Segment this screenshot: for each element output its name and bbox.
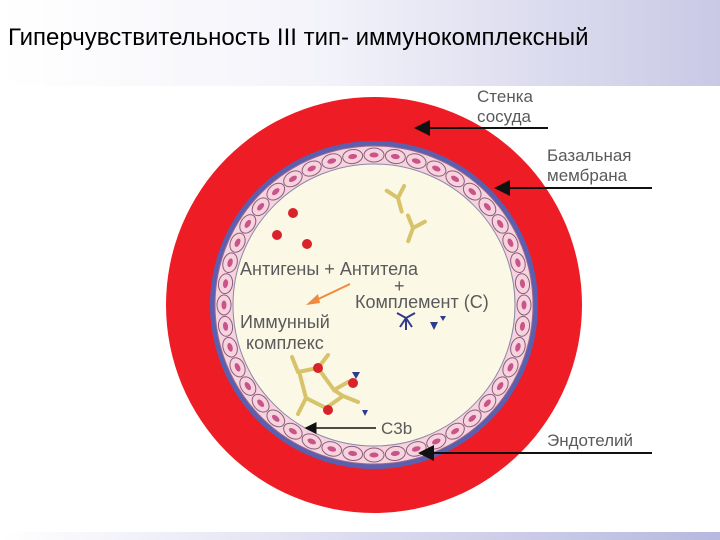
immune-complex xyxy=(290,353,360,416)
cell-nucleus xyxy=(519,279,526,289)
cell-nucleus xyxy=(257,202,265,211)
cell-nucleus xyxy=(468,414,477,422)
label-vessel-wall-line1: Стенка xyxy=(477,87,534,106)
label-immune-complex-line1: Иммунный xyxy=(240,312,330,332)
label-antigens-antibodies: Антигены + Антитела xyxy=(240,259,419,279)
label-endothelium: Эндотелий xyxy=(547,431,633,450)
cell-nucleus xyxy=(327,446,337,452)
cell-nucleus xyxy=(221,300,227,310)
cell-nucleus xyxy=(288,427,297,435)
cell-nucleus xyxy=(327,158,337,164)
cell-nucleus xyxy=(227,342,233,352)
cell-nucleus xyxy=(451,175,460,183)
antibody-icon xyxy=(405,213,427,244)
cell-nucleus xyxy=(222,279,229,289)
cell-nucleus xyxy=(483,399,491,408)
label-basal-membrane-line1: Базальная xyxy=(547,146,632,165)
cell-nucleus xyxy=(369,152,379,158)
vessel-lumen xyxy=(232,163,516,447)
antigen-dot xyxy=(288,208,298,218)
cell-nucleus xyxy=(521,300,527,310)
cell-nucleus xyxy=(222,321,229,331)
cell-nucleus xyxy=(348,450,358,457)
reaction-arrow-icon xyxy=(306,283,351,305)
cell-nucleus xyxy=(369,452,379,458)
cell-nucleus xyxy=(483,202,491,211)
cell-nucleus xyxy=(519,321,526,331)
cell-nucleus xyxy=(507,238,514,247)
antigen-dot xyxy=(323,405,333,415)
title-bar: Гиперчувствительность III тип- иммуноком… xyxy=(0,0,720,86)
antigen-dot xyxy=(348,378,358,388)
cell-nucleus xyxy=(411,158,421,164)
antigen-dot xyxy=(272,230,282,240)
antigen-dot xyxy=(302,239,312,249)
cell-nucleus xyxy=(390,153,400,160)
label-vessel-wall-line2: сосуда xyxy=(477,107,532,126)
cell-nucleus xyxy=(307,438,316,445)
cell-nucleus xyxy=(515,342,521,352)
cell-nucleus xyxy=(432,165,441,172)
cell-nucleus xyxy=(244,219,252,228)
cell-nucleus xyxy=(271,188,280,196)
label-c3b: C3b xyxy=(381,419,412,438)
cell-nucleus xyxy=(307,165,316,172)
label-immune-complex-line2: комплекс xyxy=(246,333,324,353)
endothelial-cells xyxy=(216,147,532,463)
c3b-marker xyxy=(352,372,360,379)
label-basal-membrane-line2: мембрана xyxy=(547,166,628,185)
label-plus: + xyxy=(394,276,405,296)
cell-nucleus xyxy=(390,450,400,457)
antibody-icon xyxy=(384,184,407,214)
c3b-marker xyxy=(362,410,368,416)
cell-nucleus xyxy=(257,399,265,408)
antigen-dot xyxy=(313,363,323,373)
cell-nucleus xyxy=(348,153,358,160)
cell-nucleus xyxy=(234,238,241,247)
cell-nucleus xyxy=(468,188,477,196)
bottom-bar xyxy=(0,532,720,540)
cell-nucleus xyxy=(288,175,297,183)
cell-nucleus xyxy=(496,382,504,391)
page-title: Гиперчувствительность III тип- иммуноком… xyxy=(8,24,589,51)
complement-marker xyxy=(440,316,446,321)
label-complement: Комплемент (С) xyxy=(355,292,489,312)
cell-nucleus xyxy=(271,414,280,422)
cell-nucleus xyxy=(432,438,441,445)
cell-nucleus xyxy=(234,363,241,372)
cell-nucleus xyxy=(227,258,233,268)
cell-nucleus xyxy=(244,382,252,391)
cell-nucleus xyxy=(451,427,460,435)
cell-nucleus xyxy=(507,363,514,372)
cell-nucleus xyxy=(515,258,521,268)
complement-icon xyxy=(396,312,416,330)
cell-nucleus xyxy=(496,219,504,228)
complement-marker xyxy=(430,322,438,330)
